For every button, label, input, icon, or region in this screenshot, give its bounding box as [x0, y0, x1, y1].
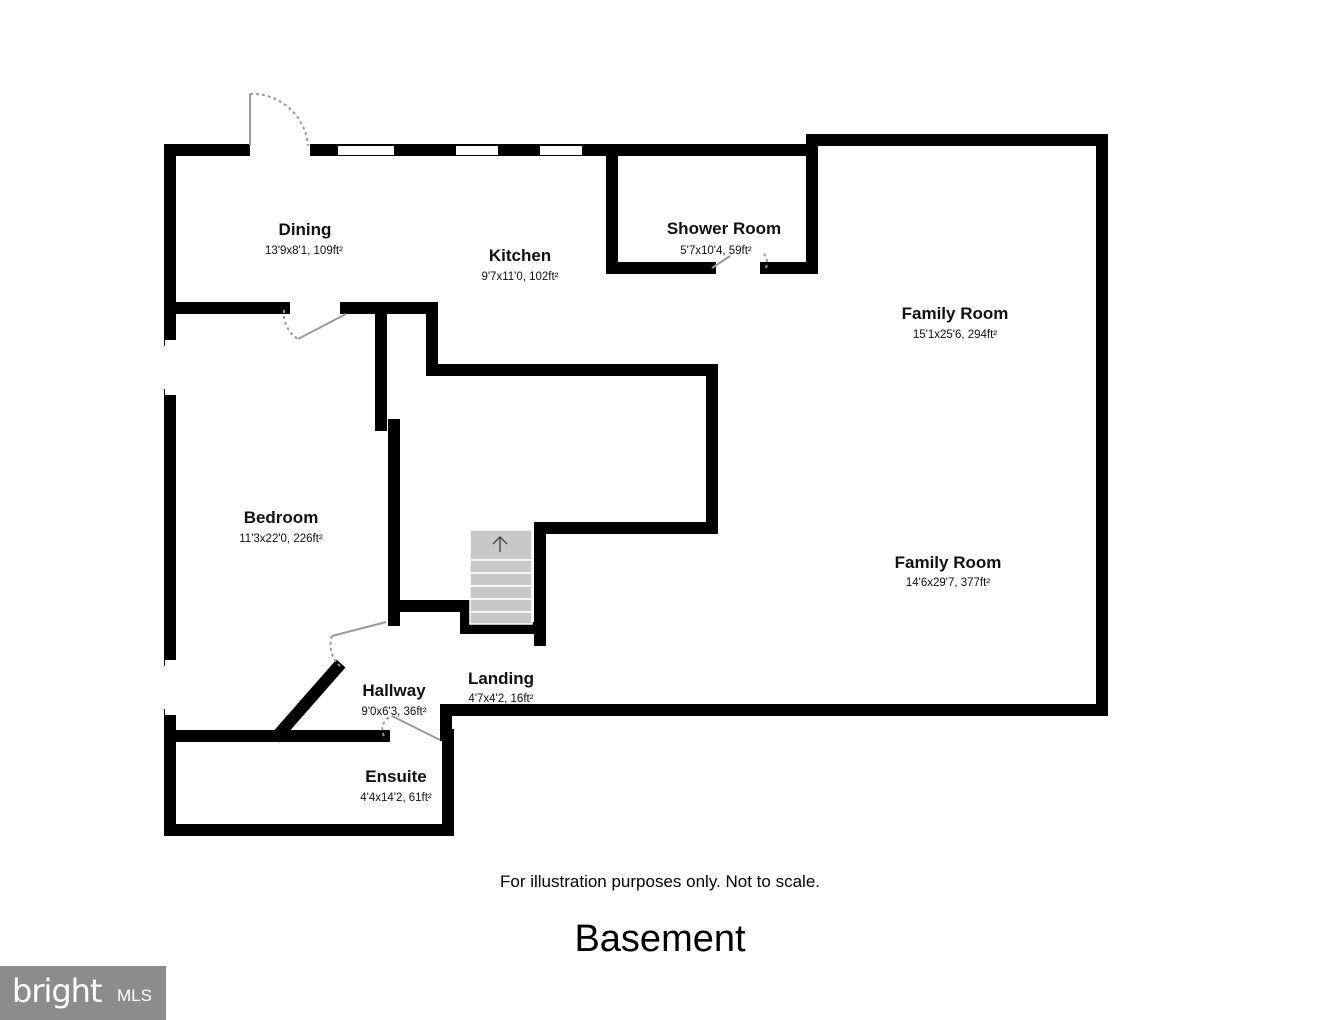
logo-suffix-text: MLS	[117, 986, 152, 1005]
bright-mls-logo: bright MLS	[0, 966, 166, 1020]
room-dims-shower-room: 5'7x10'4, 59ft²	[680, 245, 752, 257]
doors	[249, 92, 769, 741]
windows	[165, 146, 582, 715]
room-name-ensuite: Ensuite	[365, 767, 426, 786]
room-name-kitchen: Kitchen	[489, 246, 551, 265]
disclaimer-note: For illustration purposes only. Not to s…	[500, 872, 820, 891]
room-dims-ensuite: 4'4x14'2, 61ft²	[360, 792, 432, 804]
room-name-dining: Dining	[279, 220, 332, 239]
room-name-landing: Landing	[468, 669, 534, 688]
room-name-family-room-lower: Family Room	[895, 553, 1002, 572]
room-dims-family-room-lower: 14'6x29'7, 377ft²	[906, 577, 990, 589]
staircase	[469, 529, 533, 625]
room-dims-landing: 4'7x4'2, 16ft²	[468, 693, 533, 705]
logo-brand-text: bright	[12, 972, 102, 1010]
room-labels: Dining 13'9x8'1, 109ft² Kitchen 9'7x11'0…	[239, 219, 1008, 804]
room-dims-family-room-upper: 15'1x25'6, 294ft²	[913, 329, 997, 341]
floor-title: Basement	[574, 918, 746, 960]
room-name-bedroom: Bedroom	[244, 508, 319, 527]
stairs-up-arrow-icon	[492, 536, 508, 552]
room-name-hallway: Hallway	[362, 681, 426, 700]
room-dims-dining: 13'9x8'1, 109ft²	[265, 245, 343, 257]
room-name-shower-room: Shower Room	[667, 219, 781, 238]
room-dims-bedroom: 11'3x22'0, 226ft²	[239, 533, 323, 545]
room-dims-hallway: 9'0x6'3, 36ft²	[361, 706, 426, 718]
room-name-family-room-upper: Family Room	[902, 304, 1009, 323]
walls	[164, 134, 1108, 836]
room-dims-kitchen: 9'7x11'0, 102ft²	[481, 271, 558, 283]
floor-plan: Dining 13'9x8'1, 109ft² Kitchen 9'7x11'0…	[164, 92, 1108, 836]
